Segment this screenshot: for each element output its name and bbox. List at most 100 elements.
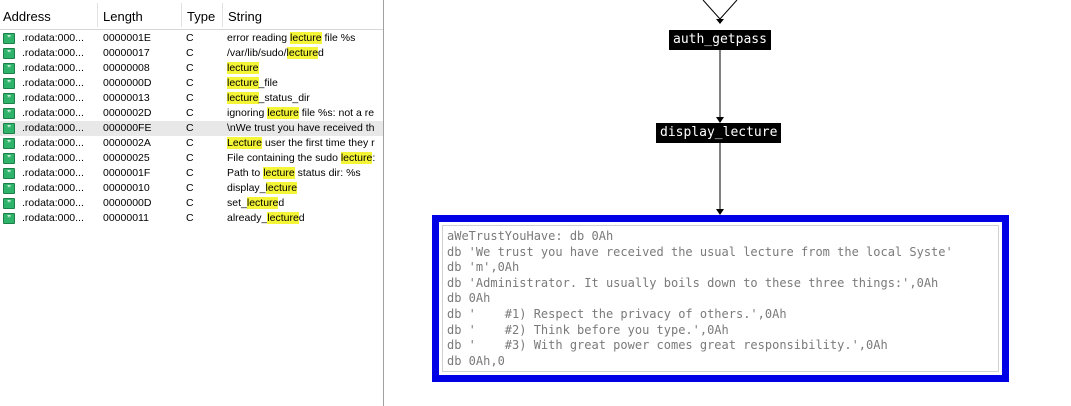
cell-length: 00000010 (103, 182, 150, 194)
cell-address: .rodata:000... (22, 62, 84, 74)
cell-length: 00000008 (103, 62, 150, 74)
column-header-string[interactable]: String (228, 9, 262, 24)
cell-type: C (186, 77, 194, 89)
string-literal-icon: ” (3, 123, 15, 134)
string-text: already_ (227, 212, 268, 224)
listing-line: db 'm',0Ah (447, 260, 520, 275)
string-text: Path to (227, 167, 264, 179)
string-literal-icon: ” (3, 63, 15, 74)
graph-node-display-lecture[interactable]: display_lecture (656, 123, 782, 143)
strings-window: Address Length Type String ”.rodata:000.… (0, 0, 384, 406)
cell-length: 00000013 (103, 92, 150, 104)
string-text: ignoring (227, 107, 268, 119)
string-literal-icon: ” (3, 183, 15, 194)
cell-string: /var/lib/sudo/lectured (227, 46, 383, 61)
cell-length: 00000017 (103, 47, 150, 59)
string-text: _file (258, 77, 278, 89)
string-literal-icon: ” (3, 93, 15, 104)
cell-length: 000000FE (103, 122, 152, 134)
string-literal-icon: ” (3, 168, 15, 179)
cell-address: .rodata:000... (22, 182, 84, 194)
listing-line: db 0Ah (447, 291, 491, 306)
cell-string: lecture_file (227, 76, 383, 91)
string-text: display_ (227, 182, 266, 194)
string-text: _status_dir (258, 92, 310, 104)
cell-string: File containing the sudo lecture: (227, 151, 383, 166)
string-text: file %s: not a re (298, 107, 375, 119)
column-header-address[interactable]: Address (3, 9, 51, 24)
search-match-highlight: lecture (267, 107, 299, 119)
cell-length: 0000002A (103, 137, 151, 149)
edge-auth-getpass-to-display-lecture (716, 50, 724, 123)
string-literal-icon: ” (3, 153, 15, 164)
cell-length: 0000002D (103, 107, 152, 119)
column-separator[interactable] (97, 3, 98, 27)
cell-address: .rodata:000... (22, 122, 84, 134)
graph-node-auth-getpass[interactable]: auth_getpass (669, 30, 771, 50)
cell-address: .rodata:000... (22, 32, 84, 44)
string-literal-icon: ” (3, 48, 15, 59)
cell-type: C (186, 47, 194, 59)
cell-string: error reading lecture file %s (227, 31, 383, 46)
string-literal-icon: ” (3, 213, 15, 224)
cell-string: lecture (227, 61, 383, 76)
cell-string: display_lecture (227, 181, 383, 196)
string-text: user the first time they r (262, 137, 375, 149)
string-text: /var/lib/sudo/ (227, 47, 287, 59)
search-match-highlight: lecture (227, 92, 259, 104)
cell-type: C (186, 122, 194, 134)
cell-length: 0000000D (103, 197, 152, 209)
cell-length: 00000011 (103, 212, 149, 224)
column-header-length[interactable]: Length (103, 9, 143, 24)
cell-string: lecture_status_dir (227, 91, 383, 106)
cell-address: .rodata:000... (22, 77, 84, 89)
table-row[interactable]: ” .rodata:000... 000000FE C \nWe trust you h… (0, 121, 383, 136)
string-literal-icon: ” (3, 33, 15, 44)
search-match-highlight: Lecture (227, 137, 263, 149)
cell-address: .rodata:000... (22, 167, 84, 179)
string-text: d (318, 47, 324, 59)
cell-string: Path to lecture status dir: %s (227, 166, 383, 181)
column-separator[interactable] (222, 3, 223, 27)
listing-line: db 0Ah,0 (447, 353, 505, 368)
column-header-type[interactable]: Type (187, 9, 216, 24)
listing-line: aWeTrustYouHave: db 0Ah (447, 229, 614, 243)
search-match-highlight: lecture (286, 47, 319, 59)
search-match-highlight: lecture (246, 197, 279, 209)
string-text: set_ (227, 197, 247, 209)
listing-line: db ' #2) Think before you type.',0Ah (447, 322, 729, 337)
column-separator[interactable] (181, 3, 182, 27)
strings-table-header: Address Length Type String (0, 0, 383, 30)
cell-type: C (186, 152, 194, 164)
string-text: \nWe trust you have received th (227, 122, 375, 134)
cell-type: C (186, 212, 194, 224)
cell-length: 0000000D (103, 77, 152, 89)
graph-edges (702, 0, 738, 215)
cell-type: C (186, 167, 194, 179)
cell-type: C (186, 107, 194, 119)
cell-string: set_lectured (227, 196, 383, 211)
string-text: error reading (227, 32, 291, 44)
search-match-highlight: lecture (340, 152, 373, 164)
search-match-highlight: lecture (227, 77, 259, 89)
string-literal-icon: ” (3, 78, 15, 89)
cell-address: .rodata:000... (22, 107, 84, 119)
edge-display-lecture-to-listing (716, 143, 724, 215)
cell-type: C (186, 197, 194, 209)
cell-string: ignoring lecture file %s: not a re (227, 106, 383, 121)
listing-line: db ' #3) With great power comes great re… (447, 338, 888, 353)
cell-type: C (186, 62, 194, 74)
